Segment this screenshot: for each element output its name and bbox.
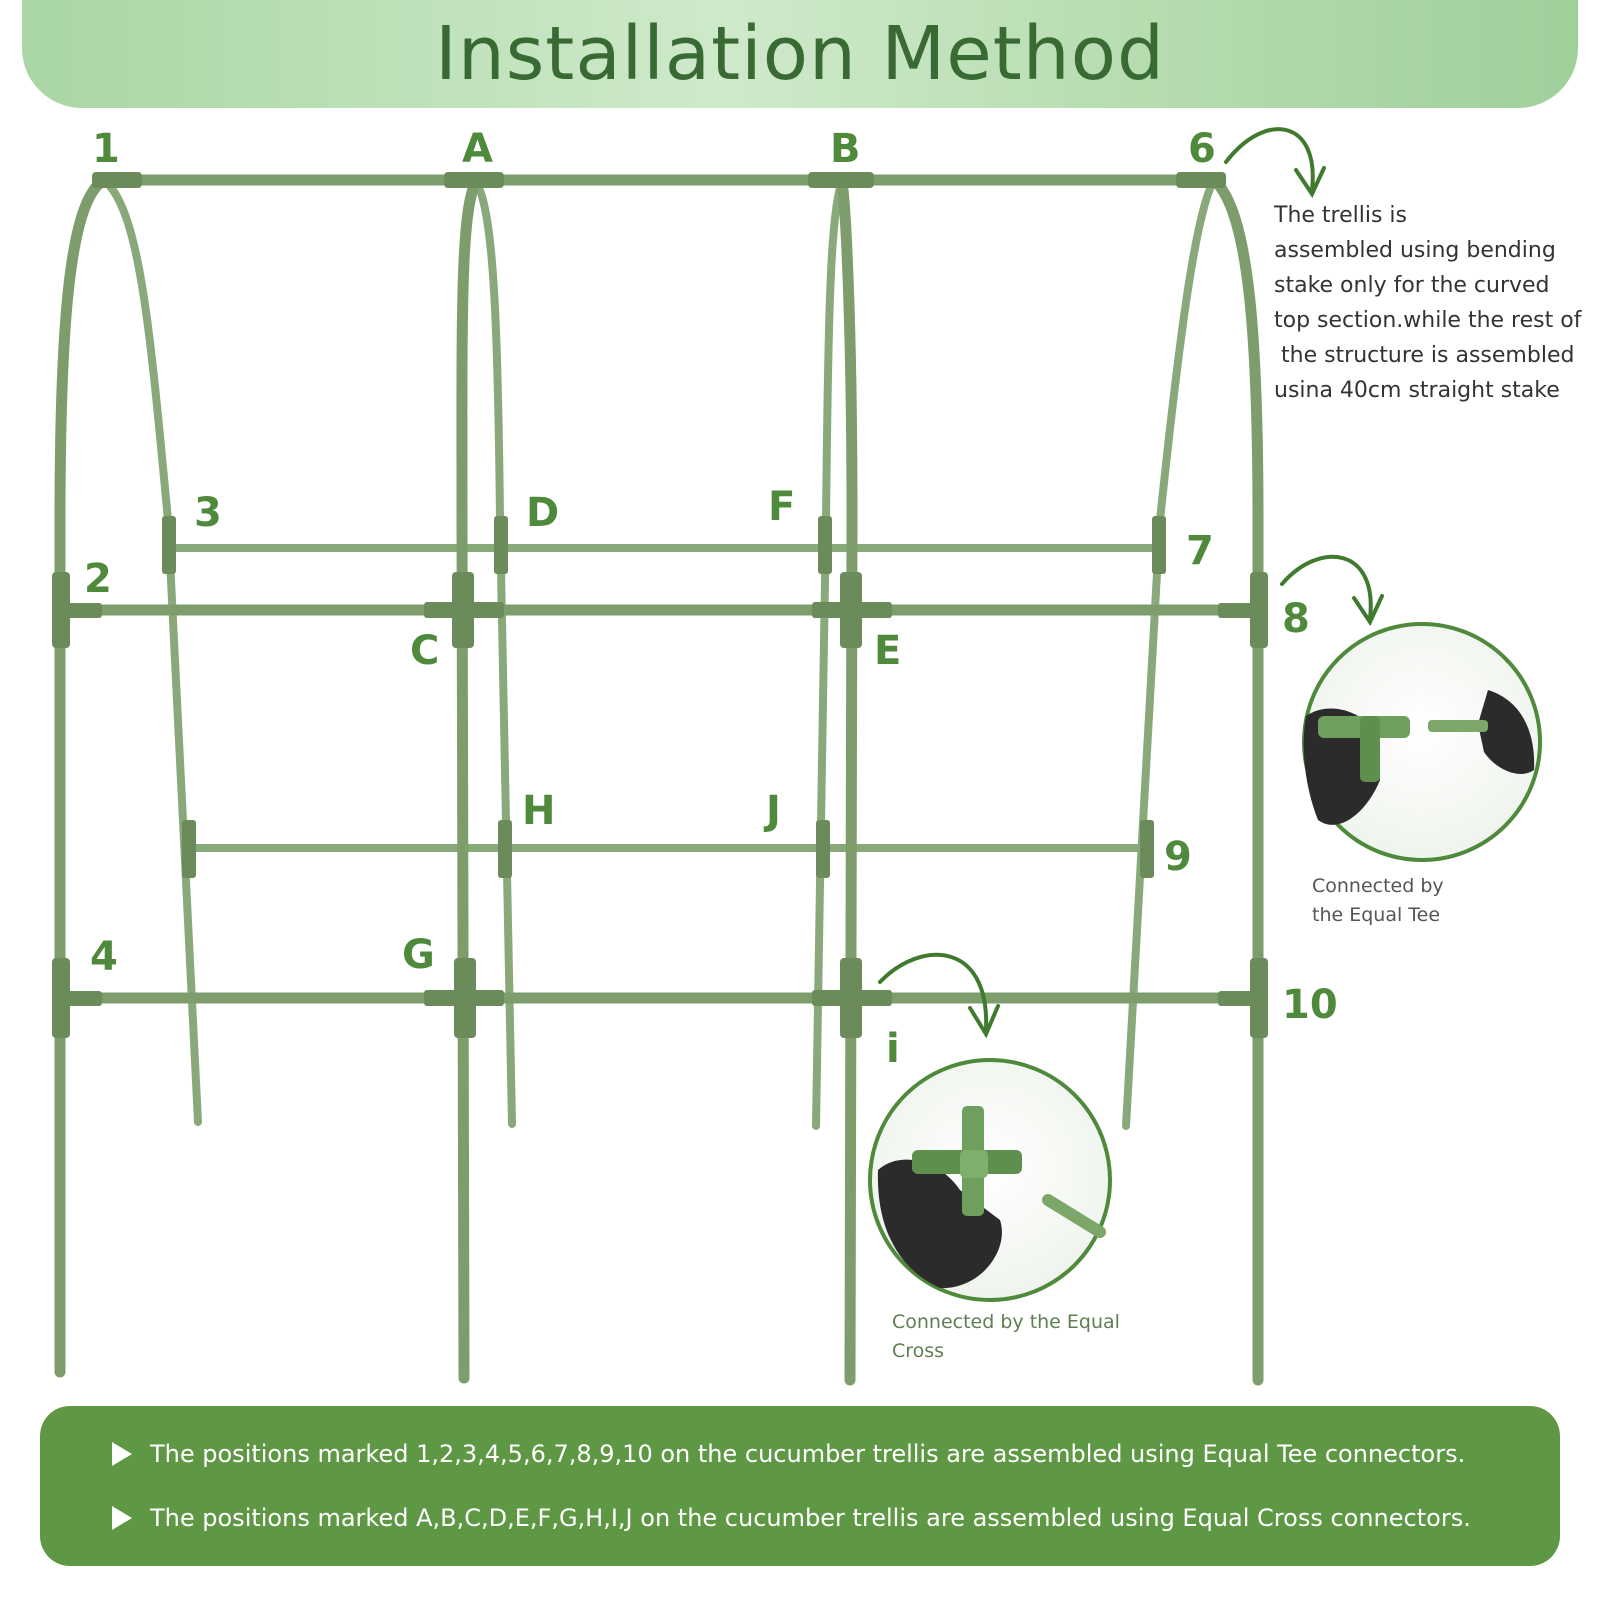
cross-connector-d <box>494 516 508 574</box>
tee-connector-10-arm <box>1218 991 1258 1006</box>
tee-caption-line: the Equal Tee <box>1312 904 1441 926</box>
back-arch-b <box>812 178 846 1130</box>
marker-f: F <box>768 484 795 530</box>
footer-bullet-cross: The positions marked A,B,C,D,E,F,G,H,I,J… <box>112 1498 1471 1538</box>
page-title: Installation Method <box>435 11 1165 97</box>
glove-right-icon <box>1478 690 1535 774</box>
back-arch-right <box>1122 176 1218 1130</box>
tee-connector-4-arm <box>62 991 102 1006</box>
arrow-to-note-head <box>1294 166 1326 199</box>
note-line: usina 40cm straight stake <box>1274 378 1560 403</box>
note-line: stake only for the curved <box>1274 273 1550 298</box>
marker-j: J <box>763 788 781 834</box>
tee-connector-back-lower-left <box>182 820 196 878</box>
cross-connector-j <box>816 820 830 878</box>
tee-connector-6 <box>1176 172 1226 188</box>
play-triangle-icon <box>112 1442 132 1466</box>
tee-pipe <box>1428 720 1488 732</box>
tee-connector-2 <box>52 572 70 648</box>
tee-fitting-stem <box>1360 716 1380 782</box>
tee-connector-4 <box>52 958 70 1038</box>
back-arch-left <box>100 176 202 1126</box>
marker-c: C <box>410 628 439 674</box>
tee-connector-8 <box>1250 572 1268 648</box>
marker-10: 10 <box>1282 982 1338 1028</box>
marker-g: G <box>402 932 435 978</box>
cross-connector-f <box>818 516 832 574</box>
callout-arrows <box>878 127 1384 1039</box>
glove-cross-icon <box>877 1159 1002 1289</box>
marker-b: B <box>830 126 861 172</box>
marker-d: D <box>526 490 559 536</box>
cross-caption-line: Connected by the Equal <box>892 1311 1120 1333</box>
marker-7: 7 <box>1186 528 1214 574</box>
front-arch-a <box>456 176 482 1384</box>
tee-connector-7 <box>1152 516 1166 574</box>
tee-connector-9 <box>1140 820 1154 878</box>
connectors <box>52 172 1268 1038</box>
marker-3: 3 <box>194 490 222 536</box>
marker-a: A <box>462 126 493 172</box>
marker-h: H <box>522 788 555 834</box>
tee-caption-line: Connected by <box>1312 875 1444 897</box>
cross-fitting-depth <box>960 1150 988 1178</box>
footer-panel: The positions marked 1,2,3,4,5,6,7,8,9,1… <box>40 1406 1560 1566</box>
title-banner: Installation Method <box>22 0 1578 108</box>
note-line: assembled using bending <box>1274 238 1556 263</box>
footer-cross-text: The positions marked A,B,C,D,E,F,G,H,I,J… <box>150 1504 1471 1532</box>
marker-6: 6 <box>1188 126 1216 172</box>
cross-pipe <box>1042 1194 1106 1238</box>
tee-caption: Connected by the Equal Tee <box>1312 872 1572 930</box>
note-line: top section.while the rest of <box>1274 308 1582 333</box>
cross-connector-c-arm <box>424 602 504 618</box>
marker-i: i <box>886 1026 900 1072</box>
marker-8: 8 <box>1282 596 1310 642</box>
cross-connector-h <box>498 820 512 878</box>
tee-connector-10 <box>1250 958 1268 1038</box>
tee-connector-8-arm <box>1218 603 1258 618</box>
front-arch-right <box>1208 174 1264 1386</box>
marker-2: 2 <box>84 556 112 602</box>
marker-4: 4 <box>90 934 118 980</box>
play-triangle-icon <box>112 1506 132 1530</box>
cross-connector-a <box>444 172 504 188</box>
arrow-to-cross-icon <box>878 952 989 1032</box>
footer-tee-text: The positions marked 1,2,3,4,5,6,7,8,9,1… <box>150 1440 1466 1468</box>
cross-connector-i-arm <box>812 990 892 1006</box>
arrow-to-tee-icon <box>1280 554 1373 620</box>
cross-connector-b <box>808 172 874 188</box>
equal-tee-inset <box>1302 622 1542 862</box>
front-arch-b <box>836 176 858 1386</box>
arrow-to-tee-head <box>1352 594 1384 627</box>
note-line: the structure is assembled <box>1274 343 1575 368</box>
footer-bullet-tee: The positions marked 1,2,3,4,5,6,7,8,9,1… <box>112 1434 1465 1474</box>
assembly-note: The trellis is assembled using bending s… <box>1274 198 1600 408</box>
back-arch-a <box>472 178 516 1128</box>
back-frame <box>100 176 1218 1130</box>
cross-caption-line: Cross <box>892 1340 945 1362</box>
tee-connector-3 <box>162 516 176 574</box>
markers: 1 A B 6 3 D F 7 2 8 C E H J 9 4 G 10 i <box>84 126 1338 1072</box>
note-line: The trellis is <box>1274 203 1407 228</box>
marker-9: 9 <box>1164 834 1192 880</box>
equal-cross-inset <box>868 1058 1112 1302</box>
arrow-to-note-icon <box>1224 127 1315 192</box>
front-frame <box>54 174 1264 1386</box>
tee-connector-2-arm <box>62 603 102 618</box>
cross-connector-e-arm <box>812 602 892 618</box>
arrow-to-cross-head <box>968 1004 1000 1039</box>
marker-e: E <box>874 628 901 674</box>
front-arch-left <box>54 174 110 1378</box>
cross-caption: Connected by the Equal Cross <box>892 1308 1192 1366</box>
cross-connector-g-arm <box>424 990 504 1006</box>
tee-connector-1 <box>92 172 142 188</box>
marker-1: 1 <box>92 126 120 172</box>
